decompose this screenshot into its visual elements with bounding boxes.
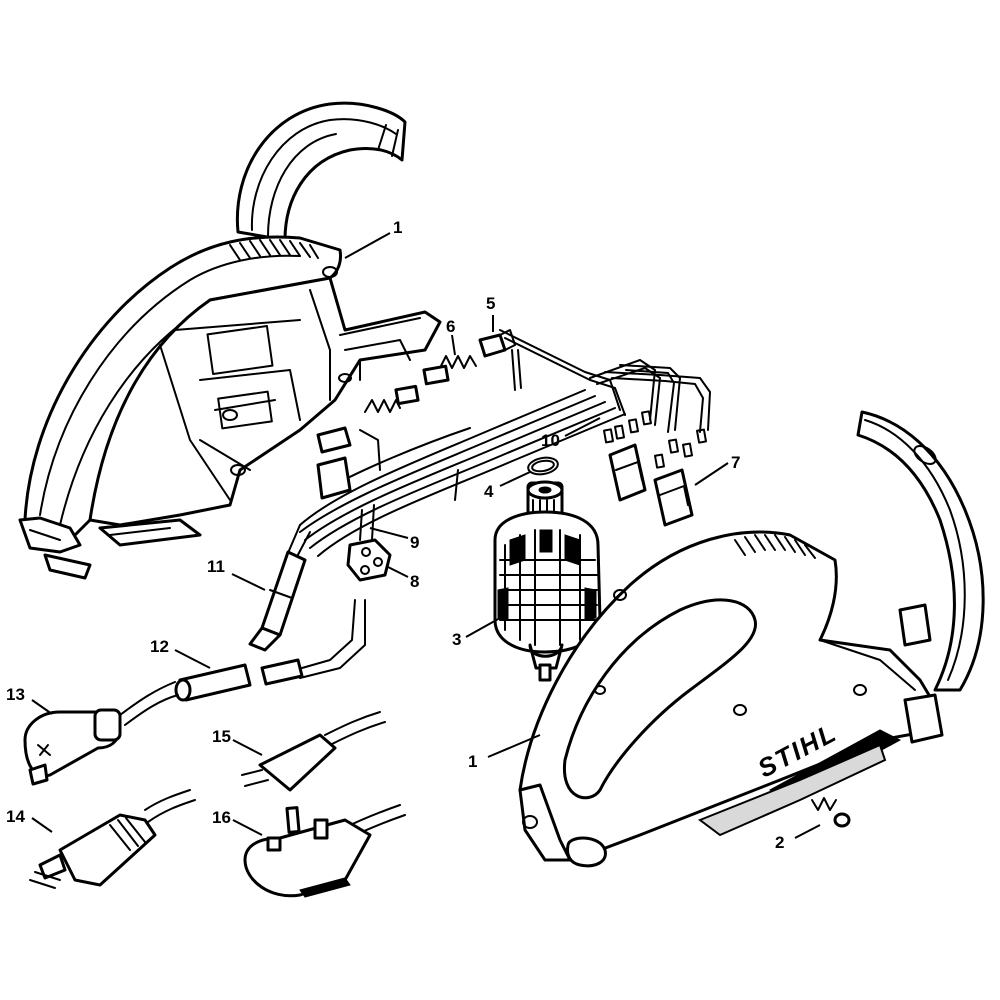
callout-10: 10 bbox=[541, 431, 560, 450]
callout-7: 7 bbox=[731, 453, 740, 472]
callout-labels: 1 1 2 3 4 5 6 7 8 9 10 11 12 13 14 15 16 bbox=[6, 218, 784, 852]
part-5-brush-holder bbox=[478, 329, 516, 358]
part-2-screw bbox=[811, 797, 851, 828]
part-7-switches bbox=[608, 443, 694, 527]
callout-8: 8 bbox=[410, 572, 419, 591]
callout-12: 12 bbox=[150, 637, 169, 656]
part-16-plug-uk bbox=[243, 804, 406, 898]
callout-16: 16 bbox=[212, 808, 231, 827]
right-housing-half: STIHL bbox=[518, 410, 985, 868]
part-8-terminal-block bbox=[346, 538, 392, 582]
callout-1-right-housing: 1 bbox=[468, 752, 477, 771]
part-13-plug-australian bbox=[23, 681, 179, 786]
part-11-connector-sleeve bbox=[248, 550, 307, 652]
callout-15: 15 bbox=[212, 727, 231, 746]
callout-3: 3 bbox=[452, 630, 461, 649]
callout-14: 14 bbox=[6, 807, 25, 826]
callout-13: 13 bbox=[6, 685, 25, 704]
part-12-cable-sleeve bbox=[174, 658, 304, 702]
callout-5: 5 bbox=[486, 294, 495, 313]
callout-6: 6 bbox=[446, 317, 455, 336]
brush-holders-lower bbox=[316, 426, 352, 500]
callout-9: 9 bbox=[410, 533, 419, 552]
callout-4: 4 bbox=[484, 482, 494, 501]
part-4-o-ring bbox=[527, 456, 559, 476]
left-housing-half bbox=[18, 101, 442, 580]
leader-lines bbox=[31, 232, 821, 839]
part-3-armature bbox=[493, 480, 602, 682]
callout-2: 2 bbox=[775, 833, 784, 852]
callout-1-left-housing: 1 bbox=[393, 218, 402, 237]
part-14-plug-euro bbox=[29, 789, 196, 889]
callout-11: 11 bbox=[207, 557, 225, 576]
part-6-brushes-and-springs bbox=[364, 355, 477, 413]
part-15-plug-flat bbox=[241, 711, 386, 792]
